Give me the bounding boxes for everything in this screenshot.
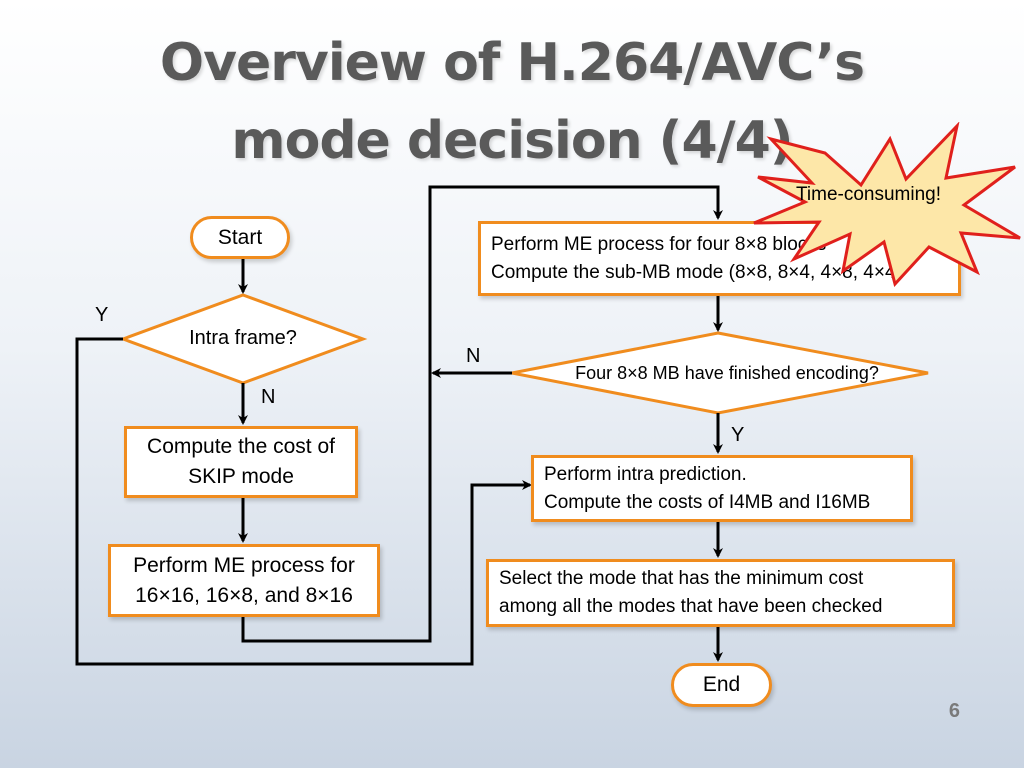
skip-cost-line-2: SKIP mode	[188, 465, 294, 488]
four-no-label: N	[466, 345, 481, 367]
edge-me16-me8	[241, 185, 723, 643]
end-node: End	[671, 663, 772, 707]
time-consuming-starburst	[753, 122, 1021, 287]
title-line-1: Overview of H.264/AVC’s	[159, 33, 865, 93]
end-label: End	[702, 673, 741, 696]
title-line-2: mode decision (4/4)	[231, 111, 793, 171]
starburst-shape	[753, 122, 1021, 287]
intra-prediction-line-2: Compute the costs of I4MB and I16MB	[544, 491, 871, 513]
intra-yes-label: Y	[95, 304, 109, 326]
intra-frame-label: Intra frame?	[189, 327, 297, 349]
select-mode-line-1: Select the mode that has the minimum cos…	[499, 568, 864, 589]
select-mode-line-2: among all the modes that have been check…	[499, 596, 883, 617]
me-16x16-line-2: 16×16, 16×8, and 8×16	[135, 583, 353, 607]
me-8x8-line-1: Perform ME process for four 8×8 blocks	[491, 233, 827, 255]
slide-title: Overview of H.264/AVC’s mode decision (4…	[0, 24, 1024, 180]
page-number: 6	[948, 700, 960, 722]
four-8x8-label: Four 8×8 MB have finished encoding?	[575, 363, 879, 383]
start-label: Start	[217, 225, 263, 249]
intra-prediction-node: Perform intra prediction. Compute the co…	[531, 455, 913, 522]
me-16x16-line-1: Perform ME process for	[133, 553, 355, 577]
intra-no-label: N	[261, 386, 276, 408]
skip-cost-line-1: Compute the cost of	[147, 435, 335, 458]
start-node: Start	[190, 216, 290, 259]
skip-cost-node: Compute the cost of SKIP mode	[124, 426, 358, 498]
time-consuming-label: Time-consuming!	[796, 184, 942, 205]
four-yes-label: Y	[731, 424, 745, 446]
me-8x8-line-2: Compute the sub-MB mode (8×8, 8×4, 4×8, …	[491, 261, 902, 283]
me-16x16-node: Perform ME process for 16×16, 16×8, and …	[108, 544, 380, 617]
select-mode-node: Select the mode that has the minimum cos…	[486, 559, 955, 627]
intra-prediction-line-1: Perform intra prediction.	[544, 463, 747, 485]
edge-intra-yes	[75, 337, 532, 666]
